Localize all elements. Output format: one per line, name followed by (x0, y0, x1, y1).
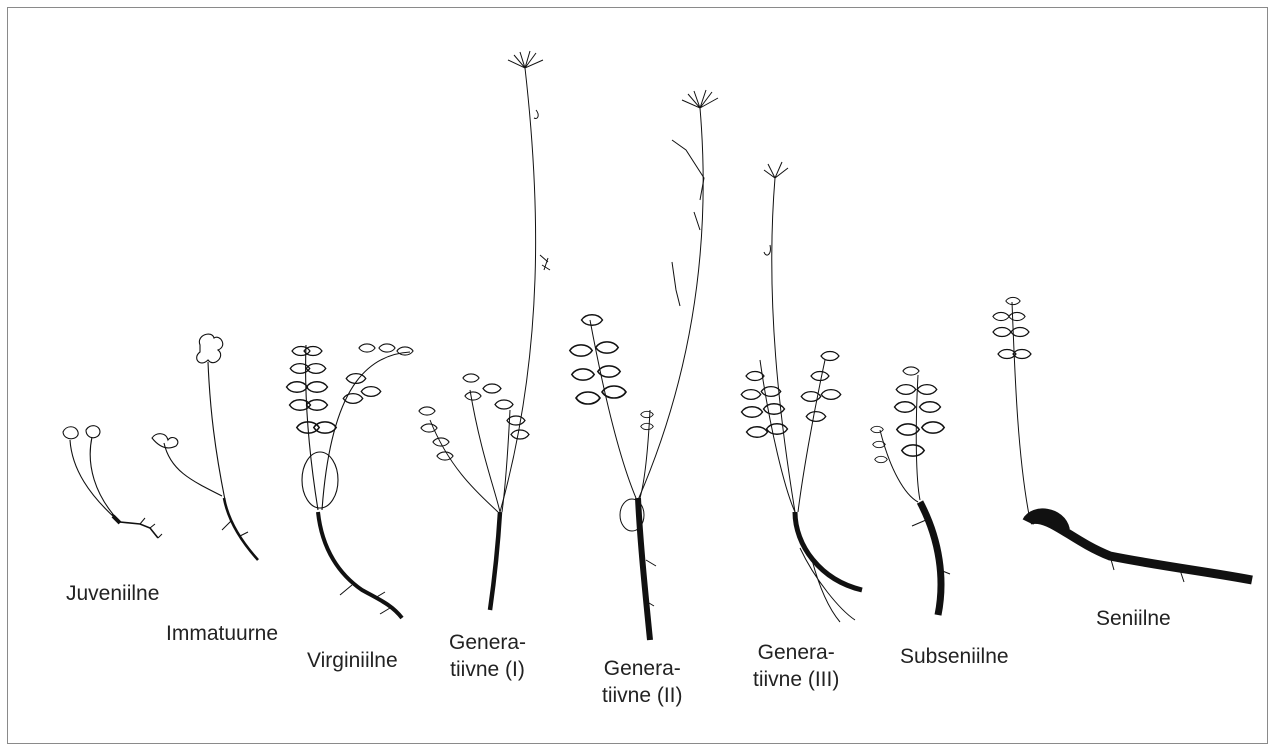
plant-immature (152, 334, 258, 560)
stage-label-generative-1: Genera-tiivne (I) (449, 629, 526, 683)
stage-label-generative-2: Genera-tiivne (II) (602, 655, 683, 709)
stage-label-juvenile: Juveniilne (66, 580, 159, 607)
plant-subsenile (871, 367, 950, 615)
plant-generative-2 (570, 90, 718, 640)
stage-label-subsenile: Subseniilne (900, 643, 1009, 670)
plant-virginile (287, 344, 414, 618)
plant-senile (993, 297, 1252, 582)
stage-label-virginile: Virginiilne (307, 647, 398, 674)
stage-label-immature: Immatuurne (166, 620, 278, 647)
stage-label-senile: Seniilne (1096, 605, 1171, 632)
plant-generative-1 (419, 51, 550, 610)
plant-juvenile (63, 426, 162, 538)
stage-label-generative-3: Genera-tiivne (III) (753, 639, 839, 693)
plant-generative-3 (741, 162, 862, 622)
